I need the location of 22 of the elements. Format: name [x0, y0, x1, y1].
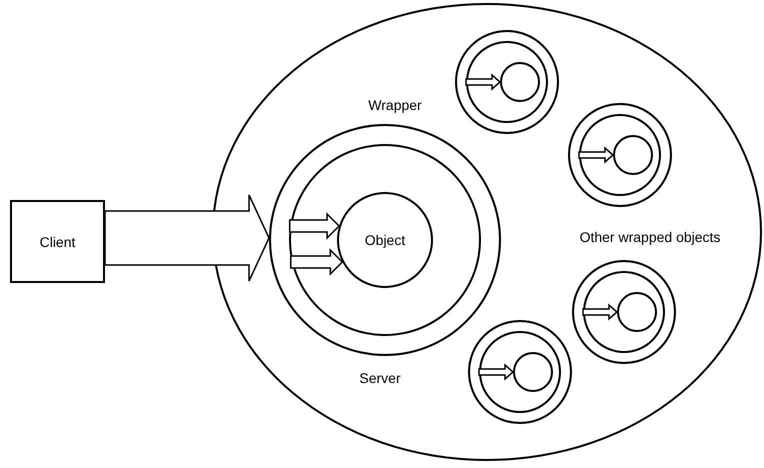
server-ellipse: [212, 3, 762, 461]
block-arrow: [288, 212, 340, 240]
wrapper-circle: [455, 30, 559, 134]
object-circle: [513, 352, 553, 392]
block-arrow: [478, 363, 514, 381]
group-label: Other wrapped objects: [580, 229, 720, 245]
object-circle: [617, 292, 657, 332]
object-circle: [613, 135, 653, 175]
block-arrow: [578, 146, 614, 164]
block-arrow: [290, 248, 344, 276]
node-label: Wrapper: [368, 97, 422, 113]
client-box: [10, 200, 105, 283]
block-arrow: [104, 194, 270, 282]
block-arrow: [582, 303, 618, 321]
wrapper-circle: [568, 103, 672, 207]
node-label: Server: [359, 370, 401, 386]
wrapper-circle: [468, 320, 572, 424]
node-label: Client: [40, 234, 76, 250]
object-circle: [500, 62, 540, 102]
block-arrow: [465, 73, 502, 91]
node-label: Object: [364, 232, 406, 248]
wrapper-circle: [572, 260, 676, 364]
